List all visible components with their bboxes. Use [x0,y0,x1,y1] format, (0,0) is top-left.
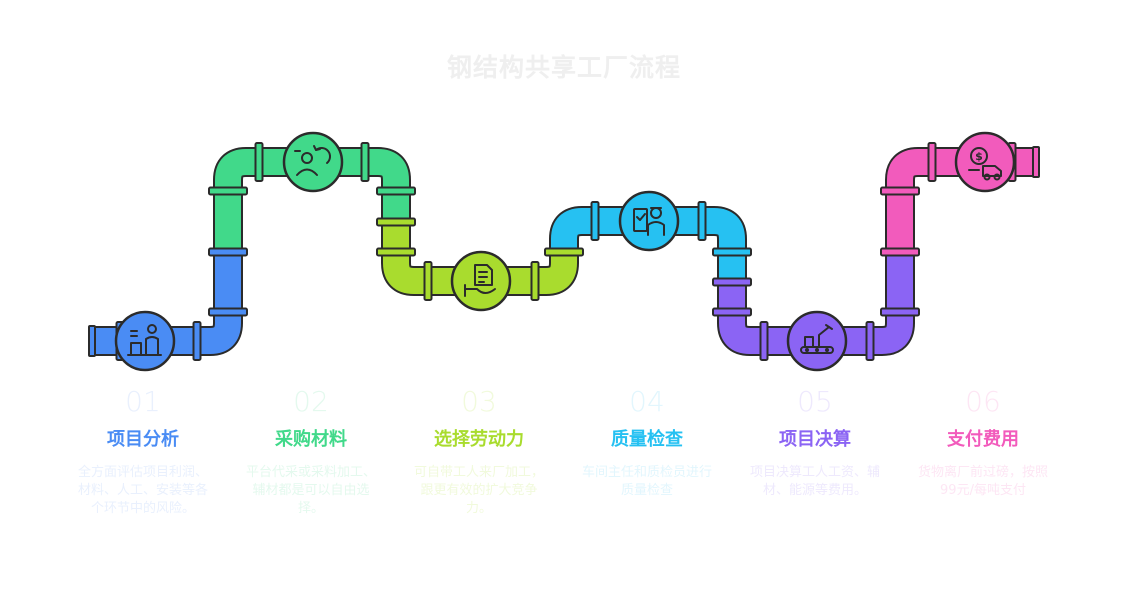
step-node-4 [618,190,680,252]
pipe-flange [192,321,202,361]
conveyor-robot-icon [786,310,848,372]
pipe-segment-pink [887,149,1036,252]
document-hand-icon [450,250,512,312]
pipe-flange [530,261,540,301]
pipe-flange [880,307,920,317]
step-description: 货物离厂前过磅，按照99元/每吨支付 [917,465,1048,498]
pipe-flange [880,247,920,257]
pipe-flange [423,261,433,301]
step-1: 01 项目分析 全方面评估项目利润、材料、人工、安装等各个环节中的风险。 [68,380,218,518]
pipe-flange [208,247,248,257]
pipe-flange [712,277,752,287]
step-number: 01 [125,385,161,418]
procurement-icon [282,131,344,193]
pipe-flange [880,186,920,196]
step-number: 02 [293,385,329,418]
dollar-glyph: $ [975,150,983,163]
pipe-flange [697,201,707,241]
step-description: 车间主任和质检员进行质量检查 [581,465,712,498]
step-label: 项目分析 [107,429,179,450]
pipe-flange [208,307,248,317]
step-description: 可自带工人来厂加工，跟更有效的扩大竞争力。 [413,465,544,516]
step-description: 全方面评估项目利润、材料、人工、安装等各个环节中的风险。 [77,465,208,516]
pipe-flange [376,186,416,196]
analysis-icon [114,310,176,372]
pipe-flange [927,142,937,182]
pipe-segment-blue [145,252,241,354]
step-description: 项目决算工人工资、辅材、能源等费用。 [749,465,880,498]
step-label: 质量检查 [611,429,683,450]
step-2: 02 采购材料 平台代采或采料加工、辅材都是可以自由选择。 [236,380,386,518]
step-5: 05 项目决算 项目决算工人工资、辅材、能源等费用。 [740,380,890,500]
pipe-end-flange [1032,146,1040,178]
step-label: 选择劳动力 [434,429,524,450]
pipe-flange [544,247,584,257]
pipe-flange [712,247,752,257]
step-label: 支付费用 [947,429,1019,450]
step-description: 平台代采或采料加工、辅材都是可以自由选择。 [245,465,376,516]
pipe-flange [376,247,416,257]
page-title: 钢结构共享工厂流程 [446,53,681,82]
pipe-flange [865,321,875,361]
step-number: 04 [629,385,665,418]
pipe-flange [360,142,370,182]
pipe-end-flange [88,325,96,357]
step-number: 05 [797,385,833,418]
pipe-flange [759,321,769,361]
inspector-icon [618,190,680,252]
step-label: 项目决算 [779,429,851,450]
pipe-flange [254,142,264,182]
step-3: 03 选择劳动力 可自带工人来厂加工，跟更有效的扩大竞争力。 [404,380,554,518]
step-4: 04 质量检查 车间主任和质检员进行质量检查 [572,380,722,500]
step-number: 06 [965,385,1001,418]
pipe-flange [208,186,248,196]
pipe-flange [712,307,752,317]
pipe-flange [590,201,600,241]
step-number: 03 [461,385,497,418]
step-node-2 [282,131,344,193]
step-label: 采购材料 [275,429,347,450]
payment-truck-icon: $ [954,131,1016,193]
step-6: 06 支付费用 货物离厂前过磅，按照99元/每吨支付 [908,380,1058,500]
pipe-flange [376,217,416,227]
step-node-5 [786,310,848,372]
